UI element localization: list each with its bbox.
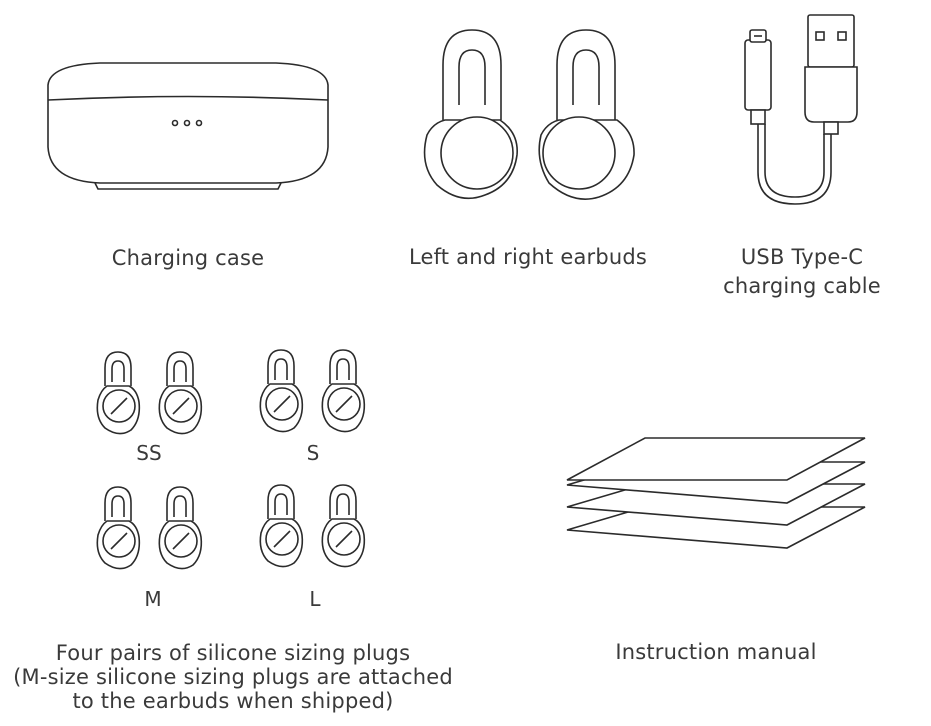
plug-pair-s: [259, 349, 366, 433]
right-earbud: [538, 29, 635, 200]
plugs-label-line2: (M-size silicone sizing plugs are attach…: [13, 665, 453, 689]
plug-pair-l: [259, 484, 366, 568]
plugs-label-line1: Four pairs of silicone sizing plugs: [55, 641, 411, 665]
cable-label-line2: charging cable: [723, 274, 881, 298]
plugs-label-line3: to the earbuds when shipped): [72, 689, 394, 713]
plug-pair-m: [96, 486, 203, 570]
plug-pair-ss: [96, 351, 203, 435]
earbuds-label: Left and right earbuds: [408, 245, 648, 269]
sizing-plugs-illustration: [96, 349, 366, 570]
instruction-manual-illustration: [566, 437, 866, 549]
earbuds-illustration: [423, 29, 635, 200]
size-label-l: L: [309, 587, 321, 611]
manual-label: Instruction manual: [615, 640, 817, 664]
left-earbud: [423, 29, 518, 200]
cable-label-line1: USB Type-C: [740, 245, 864, 269]
charging-case-label: Charging case: [111, 246, 265, 270]
size-label-s: S: [306, 441, 320, 465]
usb-cable-illustration: [744, 14, 858, 205]
size-label-ss: SS: [136, 441, 162, 465]
charging-case-illustration: [47, 62, 329, 190]
size-label-m: M: [144, 587, 162, 611]
